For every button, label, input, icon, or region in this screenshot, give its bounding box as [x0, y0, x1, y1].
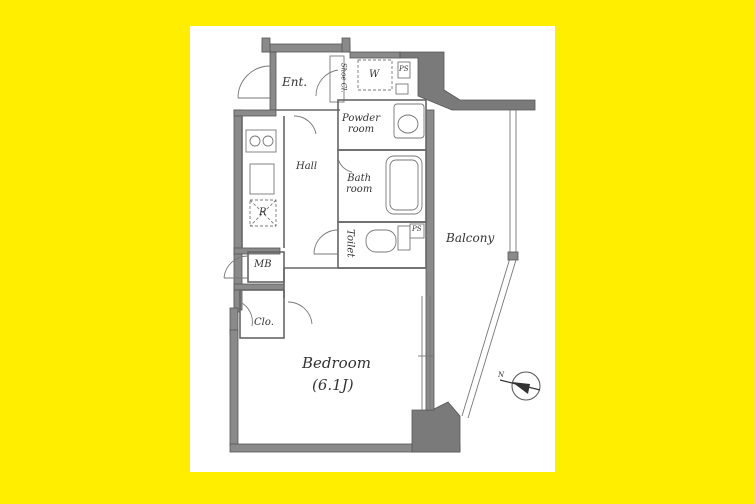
- powder-room-line2: room: [347, 123, 375, 135]
- washer-label: W: [369, 69, 380, 80]
- powder-room-label: Powder room: [342, 113, 381, 135]
- balcony-label: Balcony: [446, 231, 495, 245]
- hall-label: Hall: [296, 161, 318, 172]
- bath-room-line2: room: [346, 183, 373, 195]
- north-label: N: [498, 371, 505, 379]
- north-arrow-compass-icon: [499, 371, 541, 401]
- toilet-label: Toilet: [344, 229, 356, 258]
- bath-room-label: Bath room: [346, 173, 373, 195]
- floor-plan-drawing: [223, 37, 541, 453]
- balcony-outline: [461, 110, 519, 419]
- bath-room-line1: Bath: [347, 173, 372, 184]
- exterior-walls: [229, 37, 536, 453]
- refrigerator-label: R: [259, 207, 267, 218]
- bedroom-size-label: (6.1J): [312, 376, 354, 394]
- shoe-closet-label: Shoe Cl.: [339, 62, 348, 93]
- interior-walls: [239, 55, 434, 410]
- mb-label: MB: [254, 259, 272, 270]
- powder-room-line1: Powder: [342, 113, 381, 124]
- bedroom-label: Bedroom: [302, 354, 371, 372]
- closet-label: Clo.: [254, 317, 274, 328]
- entrance-label: Ent.: [282, 75, 308, 89]
- ps-upper-label: PS: [399, 65, 409, 73]
- ps-lower-label: PS: [412, 225, 422, 233]
- doors: [223, 65, 353, 327]
- floor-plan-card: Ent. Shoe Cl. W PS Powder room Hall Bath…: [190, 26, 555, 472]
